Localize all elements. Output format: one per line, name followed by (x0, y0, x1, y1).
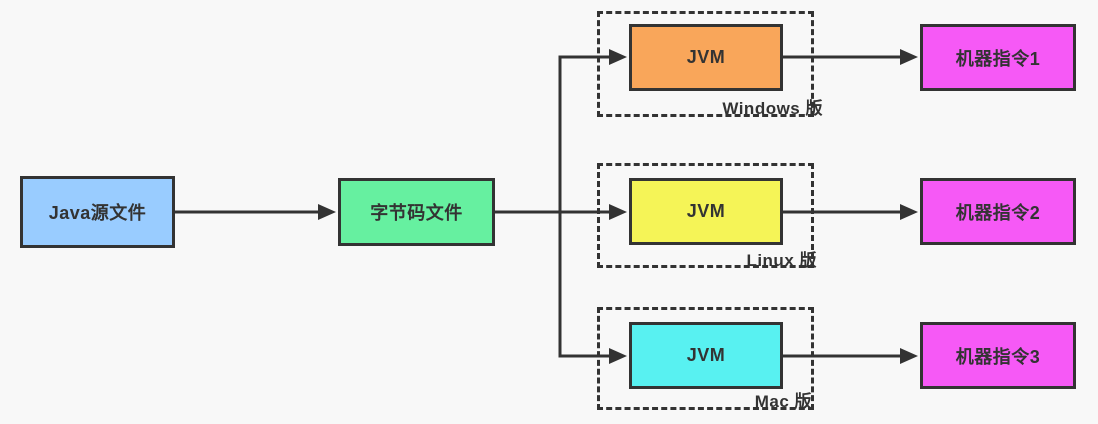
node-jvm-windows-label: JVM (686, 47, 726, 67)
node-bytecode-label: 字节码文件 (370, 203, 463, 223)
arrowhead-windows-jvm-to-machine-1 (900, 49, 918, 65)
node-machine-instruction-1: 机器指令1 (920, 24, 1076, 91)
node-machine-2-label: 机器指令2 (955, 202, 1041, 223)
arrowhead-mac-jvm-to-machine-3 (900, 348, 918, 364)
node-jvm-linux-label: JVM (686, 201, 726, 221)
node-machine-3-label: 机器指令3 (955, 346, 1041, 367)
group-windows-jvm (597, 11, 814, 117)
node-jvm-mac-label: JVM (686, 345, 726, 365)
node-jvm-windows: JVM (629, 24, 783, 91)
node-jvm-mac: JVM (629, 322, 783, 389)
node-java-source-label: Java源文件 (48, 203, 147, 223)
group-windows-label: Windows 版 (722, 99, 823, 118)
group-linux-jvm (597, 163, 814, 268)
arrowhead-linux-jvm-to-machine-2 (900, 204, 918, 220)
node-java-source-file: Java源文件 (20, 176, 175, 248)
group-linux-label: Linux 版 (746, 251, 817, 270)
node-machine-instruction-3: 机器指令3 (920, 322, 1076, 389)
arrowhead-source-to-bytecode (318, 204, 336, 220)
group-mac-label: Mac 版 (754, 392, 812, 411)
node-jvm-linux: JVM (629, 178, 783, 245)
node-machine-instruction-2: 机器指令2 (920, 178, 1076, 245)
node-machine-1-label: 机器指令1 (955, 48, 1041, 69)
group-mac-jvm (597, 307, 814, 410)
node-bytecode-file: 字节码文件 (338, 178, 495, 246)
